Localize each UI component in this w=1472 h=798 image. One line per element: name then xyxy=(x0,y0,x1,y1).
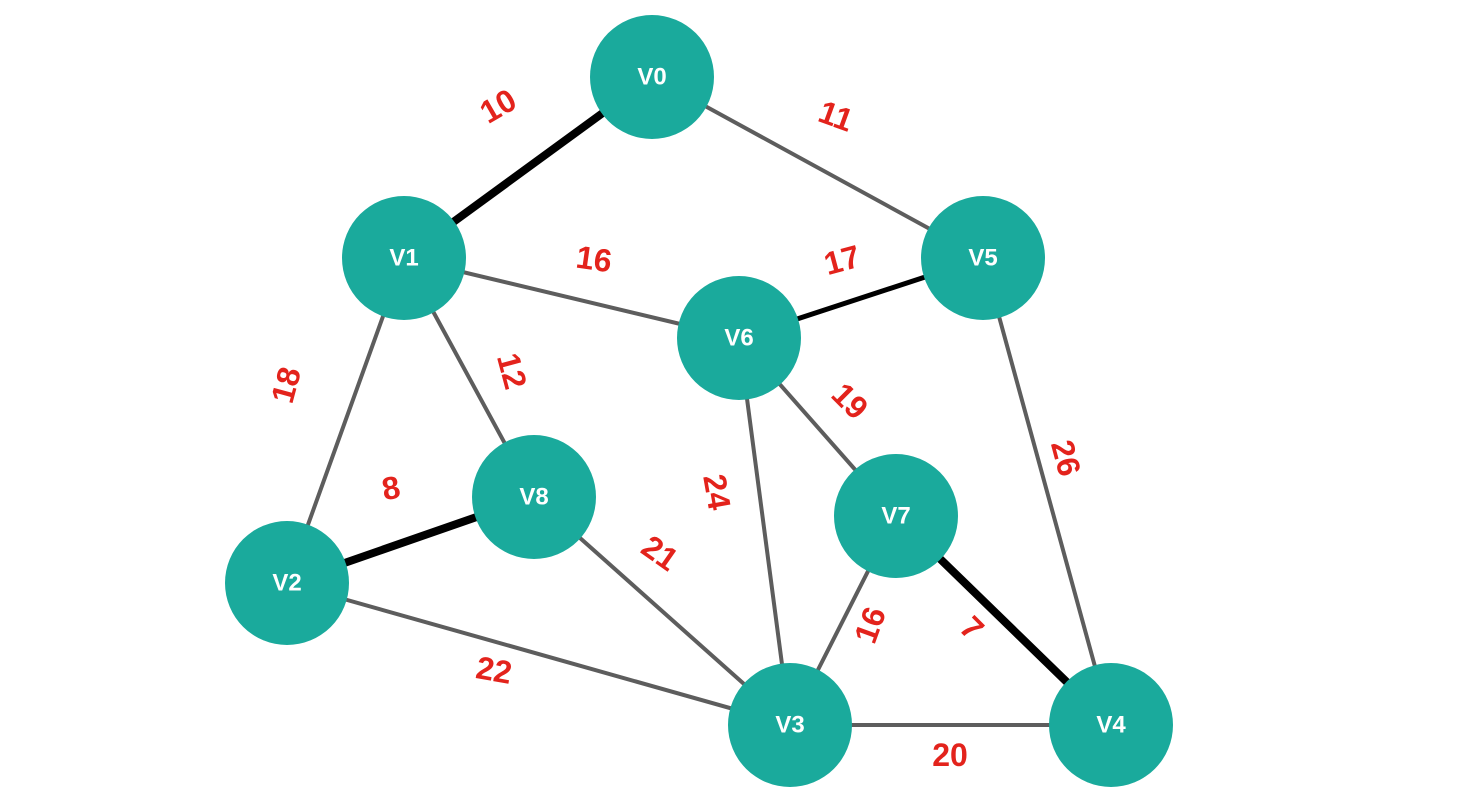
edge-weight-v8-v3: 21 xyxy=(635,528,685,578)
node-circle-v6 xyxy=(677,276,801,400)
node-v2: V2 xyxy=(225,521,349,645)
edge-weight-v2-v3: 22 xyxy=(473,649,514,691)
node-label-v6: V6 xyxy=(724,325,753,352)
node-label-v1: V1 xyxy=(389,245,418,272)
node-label-v7: V7 xyxy=(881,503,910,530)
node-label-v3: V3 xyxy=(775,712,804,739)
node-circle-v3 xyxy=(728,663,852,787)
node-v7: V7 xyxy=(834,454,958,578)
edge-weight-v5-v6: 17 xyxy=(820,238,864,282)
node-circle-v4 xyxy=(1049,663,1173,787)
edge-weight-v1-v6: 16 xyxy=(574,239,614,280)
node-label-v4: V4 xyxy=(1096,712,1126,739)
edge-weight-v1-v2: 18 xyxy=(264,363,308,407)
node-v5: V5 xyxy=(921,196,1045,320)
node-v1: V1 xyxy=(342,196,466,320)
node-label-v2: V2 xyxy=(272,570,301,597)
edge-weight-v0-v5: 11 xyxy=(814,93,858,138)
edge-weights-layer: 10 11 16 18 12 17 26 8 22 21 24 19 16 7 20 xyxy=(264,82,1088,773)
edge-weight-v7-v3: 16 xyxy=(847,602,893,648)
node-circle-v0 xyxy=(590,15,714,139)
edge-weight-v2-v8: 8 xyxy=(379,469,403,508)
edge-v2-v3 xyxy=(285,581,792,727)
edge-v6-v3 xyxy=(737,336,792,727)
edge-v5-v4 xyxy=(981,256,1113,727)
edge-weight-v3-v4: 20 xyxy=(932,737,968,773)
node-v3: V3 xyxy=(728,663,852,787)
edge-weight-v6-v7: 19 xyxy=(825,376,876,427)
edge-weight-v5-v4: 26 xyxy=(1044,436,1088,480)
node-v6: V6 xyxy=(677,276,801,400)
node-circle-v1 xyxy=(342,196,466,320)
node-v4: V4 xyxy=(1049,663,1173,787)
node-v0: V0 xyxy=(590,15,714,139)
node-v8: V8 xyxy=(472,435,596,559)
edge-weight-v7-v4: 7 xyxy=(953,609,991,647)
edge-v0-v5 xyxy=(650,75,985,260)
node-circle-v8 xyxy=(472,435,596,559)
node-circle-v7 xyxy=(834,454,958,578)
edge-weight-v6-v3: 24 xyxy=(696,471,738,513)
edge-weight-v1-v8: 12 xyxy=(490,349,534,393)
node-label-v8: V8 xyxy=(519,484,548,511)
edges-layer xyxy=(283,73,1115,729)
node-label-v0: V0 xyxy=(637,64,666,91)
node-label-v5: V5 xyxy=(968,245,997,272)
node-circle-v2 xyxy=(225,521,349,645)
node-circle-v5 xyxy=(921,196,1045,320)
edge-weight-v0-v1: 10 xyxy=(474,82,523,131)
